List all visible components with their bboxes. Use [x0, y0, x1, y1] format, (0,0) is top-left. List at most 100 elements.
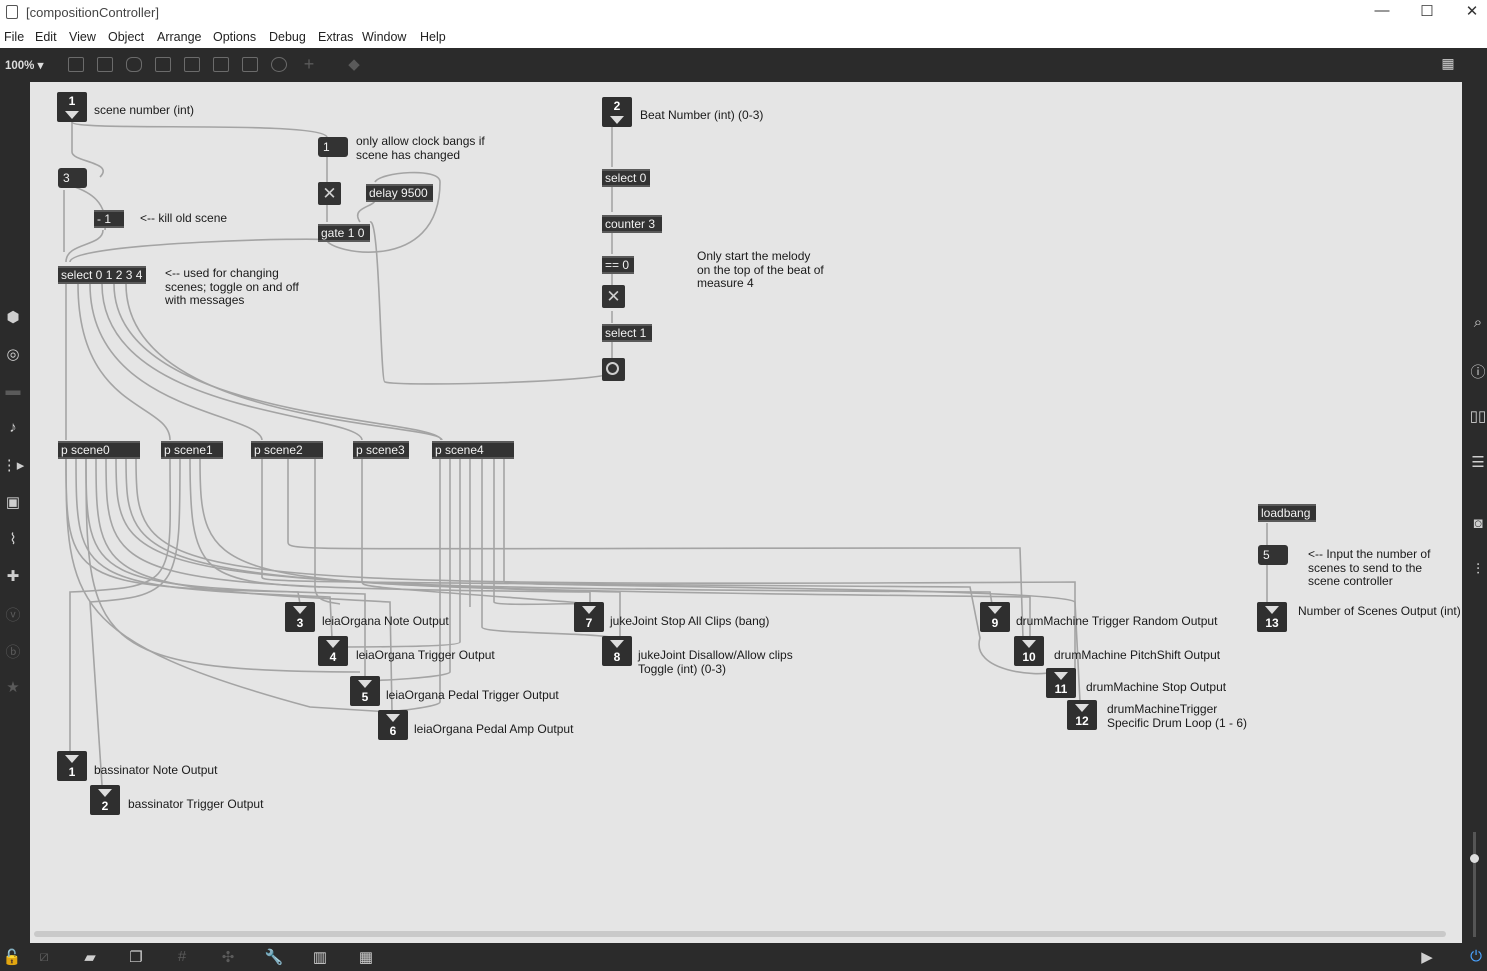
select-scene-object[interactable]: select 0 1 2 3 4	[58, 266, 146, 284]
maximize-button[interactable]: ☐	[1420, 3, 1434, 20]
menu-window[interactable]: Window	[362, 30, 407, 44]
clock-message-box[interactable]: 1	[318, 137, 348, 157]
outlet-2[interactable]: 2	[90, 785, 120, 815]
melody-toggle[interactable]: ✕	[602, 285, 625, 308]
target-icon[interactable]: ◎	[6, 346, 20, 363]
menu-object[interactable]: Object	[108, 30, 145, 44]
scenes-count-box[interactable]: 5	[1258, 545, 1288, 565]
outlet-number: 10	[1022, 650, 1036, 664]
menu-arrange[interactable]: Arrange	[157, 30, 202, 44]
snap-icon[interactable]: ✣	[221, 949, 235, 966]
menu-bar: File Edit View Object Arrange Options De…	[0, 26, 1487, 48]
menu-file[interactable]: File	[4, 30, 25, 44]
clock-toggle[interactable]: ✕	[318, 182, 341, 205]
p-scene1-object[interactable]: p scene1	[161, 441, 223, 459]
loadbang-object[interactable]: loadbang	[1258, 504, 1316, 522]
star-icon[interactable]: ★	[6, 679, 20, 696]
b-icon[interactable]: ⓑ	[5, 644, 21, 661]
transport-play-icon[interactable]: ▶	[1421, 949, 1433, 966]
book-icon[interactable]: ▯▯	[1469, 408, 1487, 425]
inlet-number: 2	[613, 99, 621, 113]
counter-object[interactable]: counter 3	[602, 215, 662, 233]
outlet-12[interactable]: 12	[1067, 700, 1097, 730]
image-icon[interactable]: ▣	[5, 494, 21, 511]
paperclip-icon[interactable]: ⌇	[9, 531, 17, 548]
power-icon[interactable]: ⏻	[1470, 948, 1482, 965]
v-icon[interactable]: ⓥ	[5, 607, 21, 624]
horizontal-scrollbar[interactable]	[34, 931, 1446, 937]
search-icon[interactable]: ⌕	[1473, 314, 1483, 331]
message-box-icon[interactable]	[97, 57, 113, 72]
wrench-icon[interactable]: 🔧	[264, 949, 284, 966]
p-scene4-object[interactable]: p scene4	[432, 441, 514, 459]
comment-icon[interactable]	[126, 57, 142, 72]
windows-icon[interactable]: ❐	[129, 949, 143, 966]
inlet-1[interactable]: 1	[57, 92, 87, 122]
menu-debug[interactable]: Debug	[269, 30, 306, 44]
chat-icon[interactable]: ▰	[84, 949, 96, 966]
volume-slider[interactable]	[1473, 832, 1476, 937]
slider-icon[interactable]	[242, 57, 258, 72]
grid-view-icon[interactable]: ▦	[1441, 55, 1455, 71]
camera-icon[interactable]: ◙	[1473, 515, 1483, 532]
scene-number-box[interactable]: 3	[58, 168, 87, 188]
inlet-number: 1	[68, 94, 76, 108]
lock-icon[interactable]: 🔓	[2, 949, 22, 966]
clip-icon[interactable]: ▬	[5, 382, 21, 399]
object-box-icon[interactable]	[68, 57, 84, 72]
minimize-button[interactable]: —	[1374, 2, 1390, 19]
number-icon[interactable]	[213, 57, 229, 72]
outlet-9[interactable]: 9	[980, 602, 1010, 632]
outlet-3[interactable]: 3	[285, 602, 315, 632]
note-icon[interactable]: ♪	[9, 419, 17, 436]
outlet-1[interactable]: 1	[57, 751, 87, 781]
plugin-icon[interactable]: ✚	[6, 568, 20, 585]
presentation-icon[interactable]: ⧄	[39, 948, 49, 965]
cord	[101, 283, 363, 441]
keypad-icon[interactable]: ▦	[358, 949, 374, 966]
list-icon[interactable]: ☰	[1471, 454, 1485, 471]
outlet-8[interactable]: 8	[602, 636, 632, 666]
add-icon[interactable]: +	[303, 54, 315, 74]
dial-icon[interactable]	[271, 57, 287, 72]
volume-slider-knob[interactable]	[1470, 854, 1479, 863]
select-0-object[interactable]: select 0	[602, 169, 650, 187]
menu-edit[interactable]: Edit	[35, 30, 57, 44]
inlet-2[interactable]: 2	[602, 97, 632, 127]
toggle-icon[interactable]	[155, 57, 171, 72]
cord	[65, 457, 391, 713]
menu-help[interactable]: Help	[420, 30, 446, 44]
outlet-10[interactable]: 10	[1014, 636, 1044, 666]
outlet-4[interactable]: 4	[318, 636, 348, 666]
beat-bang[interactable]	[602, 358, 625, 381]
p-scene3-object[interactable]: p scene3	[353, 441, 409, 459]
p-scene2-object[interactable]: p scene2	[251, 441, 323, 459]
bang-icon[interactable]	[184, 57, 200, 72]
outlet-arrow-icon	[65, 755, 79, 763]
gate-object[interactable]: gate 1 0	[318, 224, 370, 242]
patcher-canvas[interactable]: 1 scene number (int) 2 Beat Number (int)…	[30, 82, 1462, 943]
outlet-5[interactable]: 5	[350, 676, 380, 706]
minus-object[interactable]: - 1	[94, 210, 124, 228]
cord	[85, 457, 361, 673]
p-scene0-object[interactable]: p scene0	[58, 441, 140, 459]
outlet-13[interactable]: 13	[1257, 602, 1287, 632]
select-1-object[interactable]: select 1	[602, 324, 652, 342]
menu-options[interactable]: Options	[213, 30, 257, 44]
play-list-icon[interactable]: ⋮▸	[1, 457, 25, 474]
zoom-select[interactable]: 100% ▾	[5, 60, 44, 72]
grid-icon[interactable]: #	[177, 948, 187, 965]
info-icon[interactable]: ⓘ	[1470, 364, 1486, 381]
mixer-icon[interactable]: ⫶	[1476, 561, 1480, 578]
paint-bucket-icon[interactable]: ◆	[348, 56, 360, 73]
equals-zero-object[interactable]: == 0	[602, 256, 634, 274]
piano-icon[interactable]: ▥	[312, 949, 328, 966]
close-button[interactable]: ✕	[1465, 3, 1479, 20]
outlet-7[interactable]: 7	[574, 602, 604, 632]
menu-view[interactable]: View	[69, 30, 96, 44]
outlet-11[interactable]: 11	[1046, 668, 1076, 698]
outlet-6[interactable]: 6	[378, 710, 408, 740]
delay-object[interactable]: delay 9500	[366, 184, 433, 202]
menu-extras[interactable]: Extras	[318, 30, 354, 44]
cube-icon[interactable]: ⬢	[6, 309, 20, 326]
